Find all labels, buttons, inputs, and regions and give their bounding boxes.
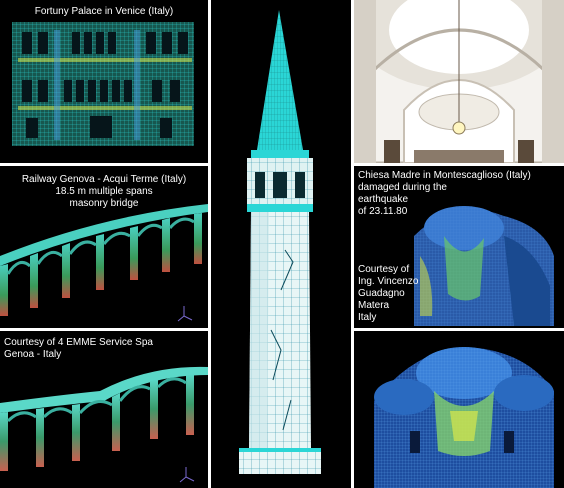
chiesa-caption-line-1: Chiesa Madre in Montescaglioso (Italy) — [358, 170, 531, 181]
fortuny-facade-mesh — [12, 22, 194, 146]
panel-railway-bridge: Railway Genova - Acqui Terme (Italy) 18.… — [0, 166, 208, 328]
panel-fortuny-palace: Fortuny Palace in Venice (Italy) — [0, 0, 208, 163]
railway-caption-line-2: 18.5 m multiple spans — [55, 186, 153, 197]
church-exterior-mesh — [374, 347, 554, 488]
railway-bridge-mesh — [0, 204, 208, 322]
emme-caption-line-2: Genoa - Italy — [4, 349, 62, 360]
chiesa-dome-mesh — [414, 206, 554, 326]
panel-chiesa-madre: Chiesa Madre in Montescaglioso (Italy) d… — [354, 166, 564, 328]
chiesa-courtesy-line-2: Ing. Vincenzo — [358, 276, 419, 287]
chiesa-courtesy-line-3: Guadagno — [358, 288, 405, 299]
chiesa-courtesy-line-4: Matera — [358, 300, 390, 311]
church-dome-photo — [354, 0, 564, 163]
chiesa-caption-line-2: damaged during the — [358, 182, 447, 193]
panel-church-photo — [354, 0, 564, 163]
railway-caption-line-3: masonry bridge — [69, 198, 139, 209]
chiesa-caption-line-4: of 23.11.80 — [358, 206, 408, 217]
emme-caption-line-1: Courtesy of 4 EMME Service Spa — [4, 337, 153, 348]
fortuny-caption: Fortuny Palace in Venice (Italy) — [34, 6, 174, 17]
panel-emme-bridge: Courtesy of 4 EMME Service Spa Genoa - I… — [0, 331, 208, 488]
bell-tower-mesh — [239, 10, 321, 474]
axis-triad-icon — [177, 306, 193, 322]
chiesa-courtesy-line-5: Italy — [358, 312, 377, 323]
railway-caption-line-1: Railway Genova - Acqui Terme (Italy) — [21, 174, 187, 185]
panel-bell-tower — [211, 0, 351, 488]
emme-bridge-mesh — [0, 366, 208, 483]
chiesa-courtesy-line-1: Courtesy of — [358, 264, 410, 275]
chiesa-caption-line-3: earthquake — [358, 194, 409, 205]
panel-church-dome-mesh — [354, 331, 564, 488]
